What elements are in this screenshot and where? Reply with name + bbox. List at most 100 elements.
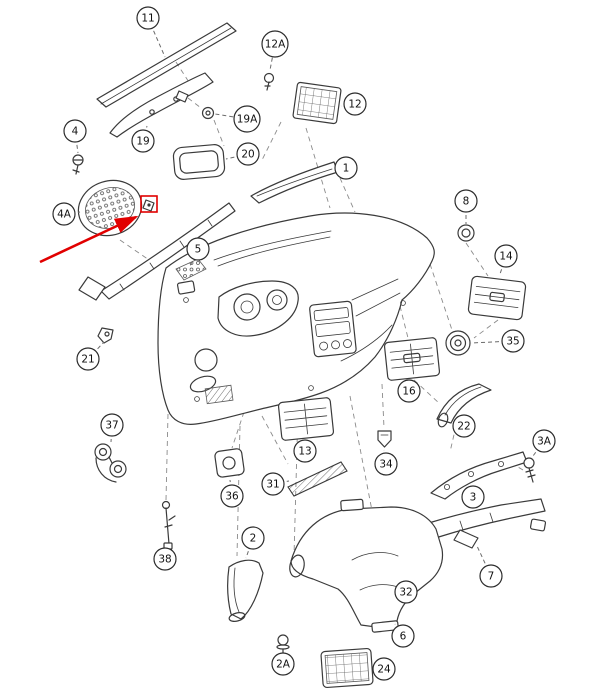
callout-label: 11: [141, 13, 154, 25]
callout-38[interactable]: 38: [153, 547, 177, 571]
callout-balloon-circle[interactable]: [494, 244, 518, 268]
callout-balloon-circle[interactable]: [136, 6, 160, 30]
callout-36[interactable]: 36: [220, 484, 244, 508]
callout-balloon-circle[interactable]: [236, 142, 260, 166]
callout-32[interactable]: 32: [394, 580, 418, 604]
part-38-sensor-stalk: [161, 500, 176, 550]
part-8-grommet: [457, 224, 475, 242]
callout-label: 16: [402, 386, 416, 398]
callout-label: 24: [377, 664, 391, 676]
callout-4a[interactable]: 4A: [52, 202, 76, 226]
callout-label: 1: [343, 163, 350, 175]
callout-label: 38: [158, 554, 171, 566]
leader-line-12a: [269, 43, 276, 71]
callout-2a[interactable]: 2A: [271, 652, 295, 676]
callout-label: 3: [470, 492, 477, 504]
callout-20[interactable]: 20: [236, 142, 260, 166]
callout-balloon-circle[interactable]: [372, 657, 396, 681]
callout-label: 6: [400, 631, 407, 643]
callout-label: 31: [266, 479, 279, 491]
callout-5[interactable]: 5: [186, 237, 210, 261]
part-4a-speaker-grille: [77, 179, 143, 237]
part-37-bracket: [94, 443, 127, 483]
callout-balloon-circle[interactable]: [271, 652, 295, 676]
callout-balloon-circle[interactable]: [532, 429, 556, 453]
part-2a-fastener: [276, 634, 290, 655]
callout-balloon-circle[interactable]: [261, 472, 285, 496]
callout-11[interactable]: 11: [136, 6, 160, 30]
callout-balloon-circle[interactable]: [452, 414, 476, 438]
callout-label: 4: [72, 126, 79, 138]
callout-label: 35: [506, 336, 519, 348]
callout-1[interactable]: 1: [334, 156, 358, 180]
callout-label: 4A: [57, 209, 72, 221]
callout-balloon-circle[interactable]: [131, 129, 155, 153]
callout-balloon-circle[interactable]: [293, 439, 317, 463]
callout-label: 34: [379, 459, 393, 471]
part-35-round-vent-knob: [445, 330, 471, 356]
callout-21[interactable]: 21: [76, 347, 100, 371]
highlight-box: [140, 195, 158, 213]
callout-label: 32: [399, 587, 412, 599]
callout-label: 2: [250, 533, 257, 545]
callout-balloon-circle[interactable]: [153, 547, 177, 571]
callout-balloon-circle[interactable]: [186, 237, 210, 261]
callout-37[interactable]: 37: [100, 413, 124, 437]
callout-8[interactable]: 8: [454, 189, 478, 213]
callout-19[interactable]: 19: [131, 129, 155, 153]
callout-balloon-circle[interactable]: [52, 202, 76, 226]
part-12-side-vent-grille: [292, 81, 342, 125]
callout-14[interactable]: 14: [494, 244, 518, 268]
callout-label: 19A: [237, 114, 258, 126]
callout-balloon-circle[interactable]: [343, 92, 367, 116]
callout-balloon-circle[interactable]: [76, 347, 100, 371]
callout-balloon-circle[interactable]: [454, 189, 478, 213]
callout-16[interactable]: 16: [397, 379, 421, 403]
callout-balloon-circle[interactable]: [394, 580, 418, 604]
callout-22[interactable]: 22: [452, 414, 476, 438]
callout-31[interactable]: 31: [261, 472, 285, 496]
callout-balloon-circle[interactable]: [63, 119, 87, 143]
callout-balloon-circle[interactable]: [397, 379, 421, 403]
highlighted-clip: [142, 199, 155, 212]
callout-3[interactable]: 3: [461, 485, 485, 509]
callout-balloon-circle[interactable]: [334, 156, 358, 180]
callout-label: 22: [457, 421, 470, 433]
callout-label: 12: [348, 99, 361, 111]
callout-balloon-circle[interactable]: [374, 452, 398, 476]
callout-balloon-circle[interactable]: [100, 413, 124, 437]
callout-34[interactable]: 34: [374, 452, 398, 476]
callout-7[interactable]: 7: [479, 564, 503, 588]
callout-label: 37: [105, 420, 118, 432]
callout-6[interactable]: 6: [391, 624, 415, 648]
callout-13[interactable]: 13: [293, 439, 317, 463]
part-4-fastener: [72, 154, 84, 175]
callout-2[interactable]: 2: [241, 526, 265, 550]
callout-label: 19: [136, 136, 149, 148]
part-24-footwell-vent: [320, 647, 374, 689]
callout-balloon-circle[interactable]: [501, 329, 525, 353]
callout-balloon-circle[interactable]: [391, 624, 415, 648]
part-instrument-panel-body: [157, 212, 435, 425]
leader-line-7: [476, 545, 492, 577]
callout-balloon-circle[interactable]: [261, 30, 289, 58]
callout-35[interactable]: 35: [501, 329, 525, 353]
part-16-center-vent: [383, 337, 441, 381]
part-6-center-duct: [289, 498, 444, 633]
callout-balloon-circle[interactable]: [461, 485, 485, 509]
part-36-switch: [214, 448, 245, 478]
callout-balloon-circle[interactable]: [233, 105, 261, 133]
callout-12[interactable]: 12: [343, 92, 367, 116]
callout-24[interactable]: 24: [372, 657, 396, 681]
callout-balloon-circle[interactable]: [241, 526, 265, 550]
callout-4[interactable]: 4: [63, 119, 87, 143]
callout-label: 36: [225, 491, 239, 503]
callout-12a[interactable]: 12A: [261, 30, 289, 58]
part-3-support-bracket: [430, 451, 528, 500]
part-1-trim-panel: [250, 161, 339, 204]
callout-3a[interactable]: 3A: [532, 429, 556, 453]
callout-balloon-circle[interactable]: [220, 484, 244, 508]
callout-19a[interactable]: 19A: [233, 105, 261, 133]
callout-balloon-circle[interactable]: [479, 564, 503, 588]
